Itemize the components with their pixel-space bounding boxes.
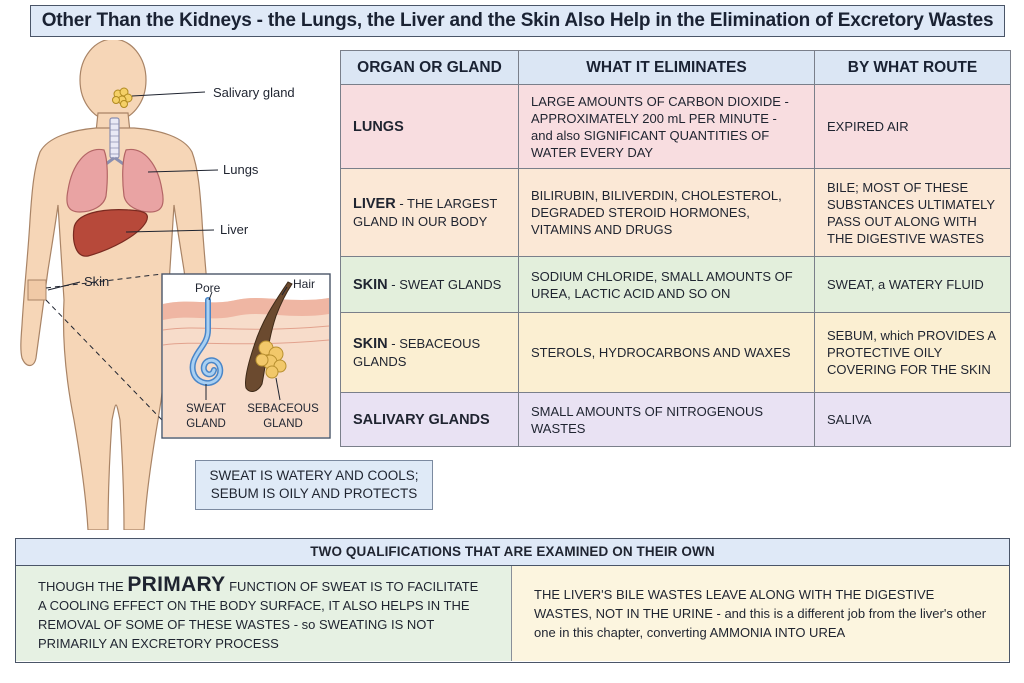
organ-cell: LIVER - THE LARGEST GLAND IN OUR BODY: [340, 168, 519, 257]
table-row: SALIVARY GLANDS SMALL AMOUNTS OF NITROGE…: [340, 392, 1011, 447]
eliminates-cell: SODIUM CHLORIDE, SMALL AMOUNTS OF UREA, …: [518, 256, 815, 313]
table-row: SKIN - SEBACEOUS GLANDS STEROLS, HYDROCA…: [340, 312, 1011, 393]
liver-shape: [72, 209, 149, 257]
route-cell: SWEAT, a WATERY FLUID: [814, 256, 1011, 313]
salivary-gland-shape: [112, 87, 133, 108]
organ-cell: LUNGS: [340, 84, 519, 169]
skin-inset: [161, 273, 331, 439]
body-diagram: Salivary gland Lungs Liver Skin Pore Hai…: [20, 40, 331, 530]
table-row: SKIN - SWEAT GLANDS SODIUM CHLORIDE, SMA…: [340, 256, 1011, 313]
label-sebaceous-gland-2: GLAND: [263, 418, 303, 430]
eliminates-cell: STEROLS, HYDROCARBONS AND WAXES: [518, 312, 815, 393]
qualification-sweat: THOUGH THE PRIMARY FUNCTION OF SWEAT IS …: [16, 566, 512, 661]
label-hair: Hair: [293, 277, 315, 291]
table-row: LIVER - THE LARGEST GLAND IN OUR BODY BI…: [340, 168, 1011, 257]
label-sebaceous-gland-1: SEBACEOUS: [247, 403, 319, 415]
sebaceous-gland-shape: [255, 340, 287, 379]
table-row: LUNGS LARGE AMOUNTS OF CARBON DIOXIDE - …: [340, 84, 1011, 169]
note-box: SWEAT IS WATERY AND COOLS; SEBUM IS OILY…: [195, 460, 433, 510]
excretion-table: ORGAN OR GLAND WHAT IT ELIMINATES BY WHA…: [340, 50, 1011, 447]
header-organ: ORGAN OR GLAND: [340, 50, 519, 85]
skin-patch: [27, 279, 47, 301]
note-line-1: SWEAT IS WATERY AND COOLS;: [209, 468, 419, 483]
eliminates-cell: LARGE AMOUNTS OF CARBON DIOXIDE - APPROX…: [518, 84, 815, 169]
route-cell: EXPIRED AIR: [814, 84, 1011, 169]
page-title: Other Than the Kidneys - the Lungs, the …: [30, 5, 1005, 37]
label-salivary-gland: Salivary gland: [213, 85, 295, 100]
organ-cell: SKIN - SWEAT GLANDS: [340, 256, 519, 313]
header-route: BY WHAT ROUTE: [814, 50, 1011, 85]
organ-cell: SKIN - SEBACEOUS GLANDS: [340, 312, 519, 393]
label-liver: Liver: [220, 222, 249, 237]
body-silhouette: [20, 40, 212, 530]
note-line-2: SEBUM IS OILY AND PROTECTS: [210, 486, 418, 501]
lungs-shape: [66, 148, 164, 213]
label-pore: Pore: [195, 281, 221, 295]
route-cell: SALIVA: [814, 392, 1011, 447]
label-lungs: Lungs: [223, 162, 259, 177]
route-cell: SEBUM, which PROVIDES A PROTECTIVE OILY …: [814, 312, 1011, 393]
label-sweat-gland-1: SWEAT: [186, 403, 226, 415]
route-cell: BILE; MOST OF THESE SUBSTANCES ULTIMATEL…: [814, 168, 1011, 257]
eliminates-cell: BILIRUBIN, BILIVERDIN, CHOLESTEROL, DEGR…: [518, 168, 815, 257]
label-skin: Skin: [84, 274, 109, 289]
label-sweat-gland-2: GLAND: [186, 418, 226, 430]
table-header-row: ORGAN OR GLAND WHAT IT ELIMINATES BY WHA…: [340, 50, 1011, 85]
qualifications-heading: TWO QUALIFICATIONS THAT ARE EXAMINED ON …: [16, 539, 1009, 566]
qualifications-panel: TWO QUALIFICATIONS THAT ARE EXAMINED ON …: [15, 538, 1010, 663]
eliminates-cell: SMALL AMOUNTS OF NITROGENOUS WASTES: [518, 392, 815, 447]
organ-cell: SALIVARY GLANDS: [340, 392, 519, 447]
header-eliminates: WHAT IT ELIMINATES: [518, 50, 815, 85]
primary-emphasis: PRIMARY: [127, 572, 226, 596]
qualification-liver: THE LIVER'S BILE WASTES LEAVE ALONG WITH…: [512, 566, 1009, 661]
